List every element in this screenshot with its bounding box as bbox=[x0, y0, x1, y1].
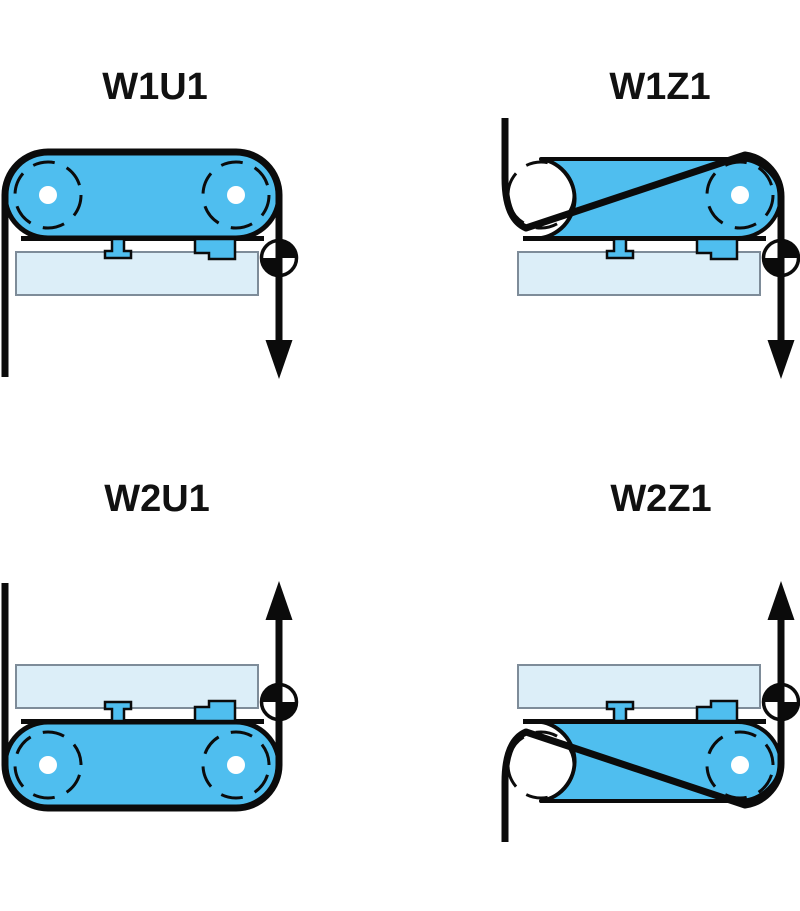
diagram-title-w1z1: W1Z1 bbox=[609, 66, 711, 108]
diagram-w1z1 bbox=[505, 118, 799, 379]
diagram-w2z1 bbox=[505, 581, 799, 842]
diagram-title-w1u1: W1U1 bbox=[102, 66, 208, 108]
diagram-w2u1 bbox=[5, 581, 297, 808]
diagram-title-w2z1: W2Z1 bbox=[610, 478, 712, 520]
diagram-w1u1 bbox=[5, 152, 297, 379]
diagram-title-w2u1: W2U1 bbox=[104, 478, 210, 520]
